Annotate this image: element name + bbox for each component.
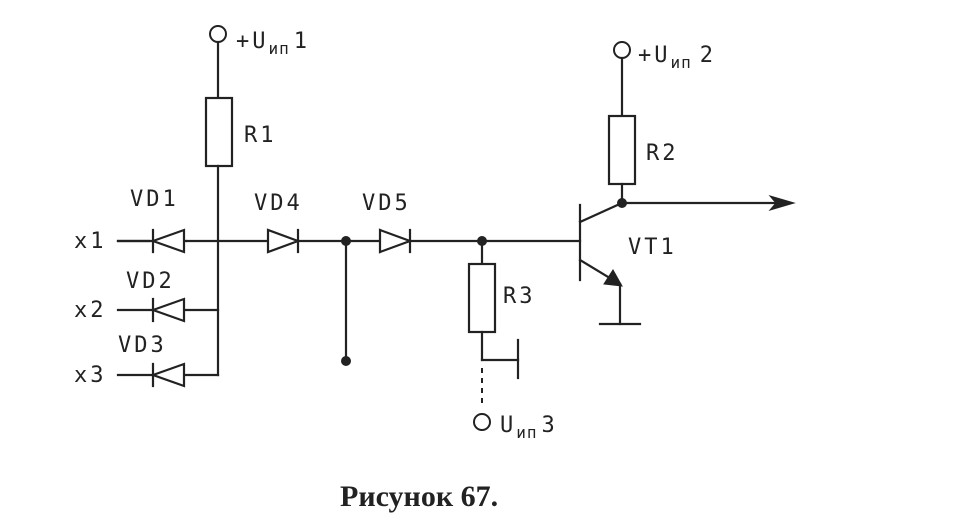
x2-label: x2: [74, 298, 107, 323]
vd2-diode: [149, 297, 186, 323]
r3-resistor: [467, 262, 497, 334]
supply2-terminal: [613, 41, 631, 118]
output-arrow: [768, 195, 796, 211]
figure-caption: Рисунок 67.: [340, 480, 498, 513]
supply1-terminal: [209, 25, 227, 100]
vd3-label: VD3: [118, 333, 167, 358]
vd3-diode: [149, 362, 186, 388]
vd5-diode: [378, 228, 414, 254]
test-point-dot: [341, 356, 351, 366]
vt1-transistor: [578, 201, 642, 326]
vd4-label: VD4: [254, 191, 303, 216]
vd1-diode: [116, 228, 188, 254]
r3-label: R3: [503, 284, 536, 309]
vd1-label: VD1: [130, 187, 179, 212]
vd2-label: VD2: [126, 269, 175, 294]
r2-label: R2: [646, 141, 679, 166]
x3-label: x3: [74, 363, 107, 388]
vd5-label: VD5: [362, 191, 411, 216]
r1-resistor: [204, 96, 234, 168]
x1-label: x1: [74, 229, 107, 254]
r2-resistor: [607, 114, 637, 186]
r1-label: R1: [244, 123, 277, 148]
vt1-label: VT1: [628, 235, 677, 260]
vd4-diode: [266, 228, 302, 254]
supply3-terminal: [473, 413, 491, 431]
